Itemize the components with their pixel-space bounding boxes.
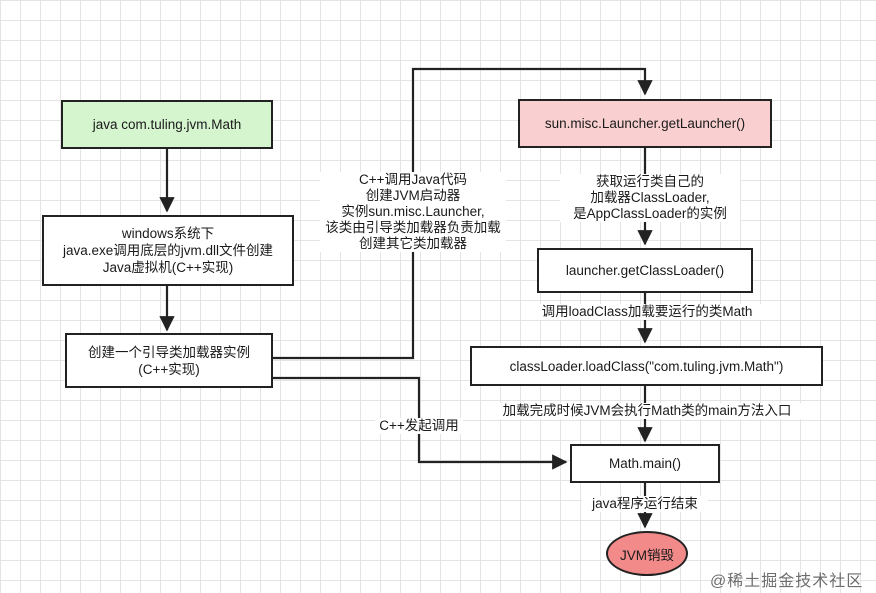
- label-cpp-call-java: C++调用Java代码 创建JVM启动器 实例sun.misc.Launcher…: [320, 172, 506, 252]
- node-load-class: classLoader.loadClass("com.tuling.jvm.Ma…: [470, 346, 823, 386]
- node-java-command: java com.tuling.jvm.Math: [61, 100, 273, 149]
- label-call-loadclass: 调用loadClass加载要运行的类Math: [527, 304, 767, 320]
- label-program-end: java程序运行结束: [582, 496, 708, 512]
- node-get-classloader: launcher.getClassLoader(): [537, 248, 753, 293]
- label-get-app-classloader: 获取运行类自己的 加载器ClassLoader, 是AppClassLoader…: [560, 174, 740, 222]
- node-bootstrap-loader: 创建一个引导类加载器实例 (C++实现): [65, 333, 273, 388]
- node-jvm-destroy: JVM销毁: [606, 531, 688, 576]
- label-cpp-invoke: C++发起调用: [375, 418, 463, 434]
- node-windows-create-jvm: windows系统下 java.exe调用底层的jvm.dll文件创建 Java…: [42, 215, 294, 286]
- node-get-launcher: sun.misc.Launcher.getLauncher(): [518, 99, 772, 148]
- node-math-main: Math.main(): [570, 444, 720, 483]
- label-load-complete: 加载完成时候JVM会执行Math类的main方法入口: [487, 403, 807, 419]
- arrow-bootstrap-to-launcher: [272, 67, 653, 360]
- watermark: @稀土掘金技术社区: [710, 573, 864, 590]
